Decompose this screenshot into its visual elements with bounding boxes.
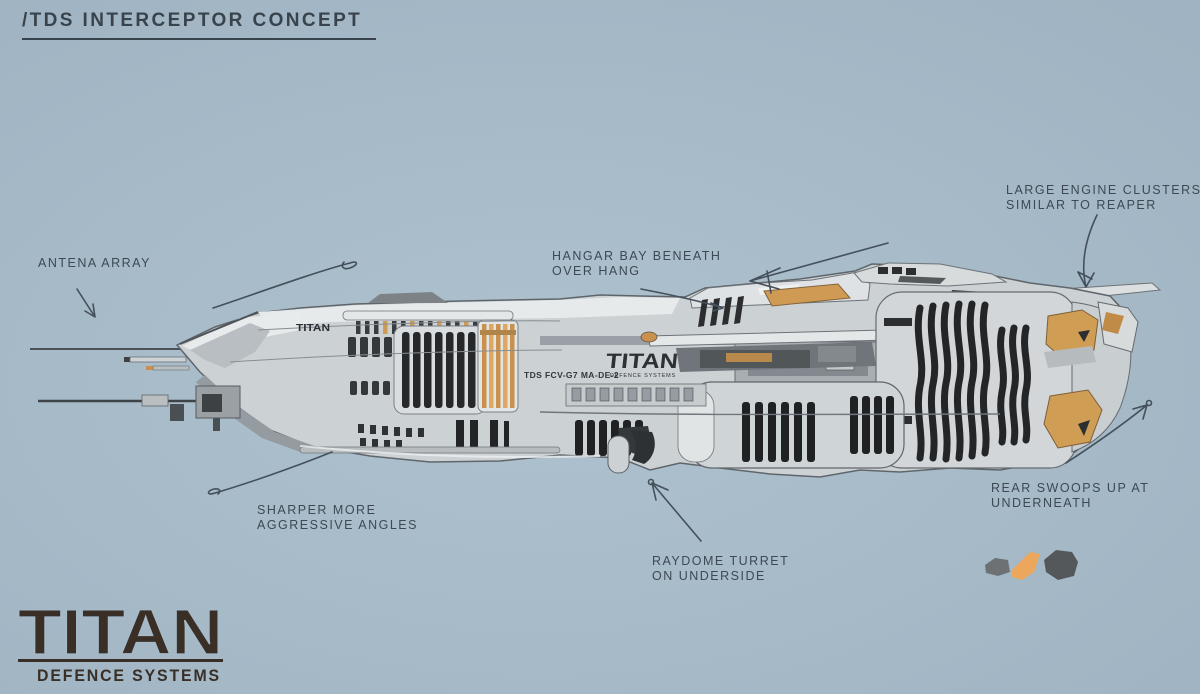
raydome-turret [607,426,655,474]
annotation-antenna-array: ANTENA ARRAY [38,256,151,271]
annotation-sharper-angles: SHARPER MORE AGGRESSIVE ANGLES [257,503,418,533]
orange-canopy-panel [763,283,852,307]
logo-wordmark-inner-outline: TITAN [18,596,223,668]
annotation-hangar-bay: HANGAR BAY BENEATH OVER HANG [552,249,721,279]
arrow-engine-clusters [1077,214,1098,288]
annotation-line: ON UNDERSIDE [652,569,766,583]
annotation-line: SHARPER MORE [257,503,377,517]
annotation-line: LARGE ENGINE CLUSTERS [1006,183,1200,197]
annotation-line: ANTENA ARRAY [38,256,151,270]
titan-logo: TITAN TITAN DEFENCE SYSTEMS [17,595,223,685]
spaceship-side-view: TITAN DEFENCE SYSTEMS TDS FCV-G7 MA-DE-2… [30,262,1162,478]
hull-markings: TITAN DEFENCE SYSTEMS TDS FCV-G7 MA-DE-2… [296,323,679,380]
logo-underline [18,659,223,662]
annotation-line: AGGRESSIVE ANGLES [257,518,418,532]
engine-nozzles-orange [1043,301,1139,449]
thumbnail-gray-small [985,558,1010,576]
page-title: /TDS INTERCEPTOR CONCEPT [22,10,377,40]
lower-engine-pods [677,381,905,469]
bow-vent-cluster [348,337,392,395]
thumbnail-orange [1012,552,1040,580]
arrow-sharper-angles [207,451,333,495]
arrow-rear-swoops [1065,399,1153,464]
bow-chin-shade [196,375,320,452]
thumbnail-gray-large [1044,550,1078,580]
cockpit-bump [368,292,448,303]
logo-wordmark: TITAN [18,596,223,668]
logo-subtitle: DEFENCE SYSTEMS [37,666,221,685]
annotation-line: UNDERNEATH [991,496,1092,510]
arrow-antenna-array [76,288,96,318]
bow-sensor-pod [195,385,241,431]
thumbnail-sketches [985,550,1078,580]
annotation-line: HANGAR BAY BENEATH [552,249,722,263]
arrow-hangar-bay [640,288,724,312]
hull-brand-subtitle: DEFENCE SYSTEMS [610,373,676,379]
annotation-line: SIMILAR TO REAPER [1006,198,1157,212]
annotation-raydome-turret: RAYDOME TURRET ON UNDERSIDE [652,554,789,584]
bow-panel-shade [190,323,270,368]
arrow-mid-left [749,242,889,294]
annotation-line: OVER HANG [552,264,641,278]
window-band [565,383,707,407]
arrow-bow-swoosh [212,261,358,309]
engine-grille-stripes [914,300,1031,463]
panel-lines [229,320,1001,458]
annotation-line: RAYDOME TURRET [652,554,790,568]
orange-badge [640,331,658,343]
annotation-line: REAR SWOOPS UP AT [991,481,1150,495]
orange-pipe-bank [477,319,519,413]
annotation-engine-clusters: LARGE ENGINE CLUSTERS SIMILAR TO REAPER [1006,183,1200,213]
annotation-rear-swoops: REAR SWOOPS UP AT UNDERNEATH [991,481,1149,511]
antenna-array-detail [30,348,196,421]
forward-grille [393,325,487,415]
forward-spar [342,310,514,321]
arrow-raydome [647,478,702,542]
hangar-bay-overhang [647,329,894,372]
annotation-arrows [76,214,1153,542]
hull-serial-number: TDS FCV-G7 MA-DE-2 [524,370,619,380]
rear-engine-block [875,291,1139,469]
hull-brand-wordmark: TITAN [605,350,679,373]
bow-porthole-rows [358,420,509,448]
nose-brand-wordmark: TITAN [296,323,330,334]
